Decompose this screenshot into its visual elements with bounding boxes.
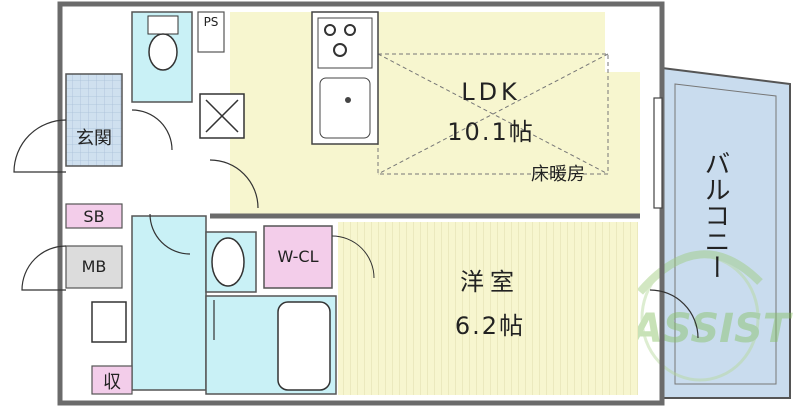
toilet-icon xyxy=(148,33,178,71)
washroom xyxy=(131,215,207,391)
washbasin-icon xyxy=(211,237,245,287)
room-western: 洋室 6.2帖 xyxy=(338,222,638,395)
storage-closet: 収 xyxy=(91,365,133,395)
western-size: 6.2帖 xyxy=(455,312,525,340)
ldk-size: 10.1帖 xyxy=(447,118,534,146)
svg-text:ASSIST: ASSIST xyxy=(629,306,793,352)
assist-watermark: ASSIST xyxy=(629,250,793,382)
bathtub-icon xyxy=(277,301,331,391)
ldk-label: LDK xyxy=(461,78,521,106)
sink-icon xyxy=(319,77,371,139)
pipe-space: PS xyxy=(197,11,225,53)
svg-text:PS: PS xyxy=(204,15,219,29)
wet-areas xyxy=(91,11,337,395)
entrance-label: 玄関 xyxy=(76,128,112,149)
svg-text:SB: SB xyxy=(83,207,104,226)
wcl-label: W-CL xyxy=(277,247,318,266)
svg-text:MB: MB xyxy=(82,257,107,276)
balcony-label: バルコニー xyxy=(700,150,730,280)
floor-heating-label: 床暖房 xyxy=(531,164,585,185)
washing-machine-icon xyxy=(91,301,127,343)
svg-text:収: 収 xyxy=(103,372,121,393)
room-walk-in-closet: W-CL xyxy=(263,225,375,289)
balcony-window xyxy=(653,97,663,209)
room-entrance: 玄関 xyxy=(13,73,123,173)
room-ldk: LDK 10.1帖 床暖房 xyxy=(230,11,640,214)
meter-box: MB xyxy=(21,245,123,291)
shoe-box: SB xyxy=(65,203,123,229)
stove-icon xyxy=(317,17,373,69)
western-label: 洋室 xyxy=(460,268,520,296)
door-swings xyxy=(131,109,699,340)
